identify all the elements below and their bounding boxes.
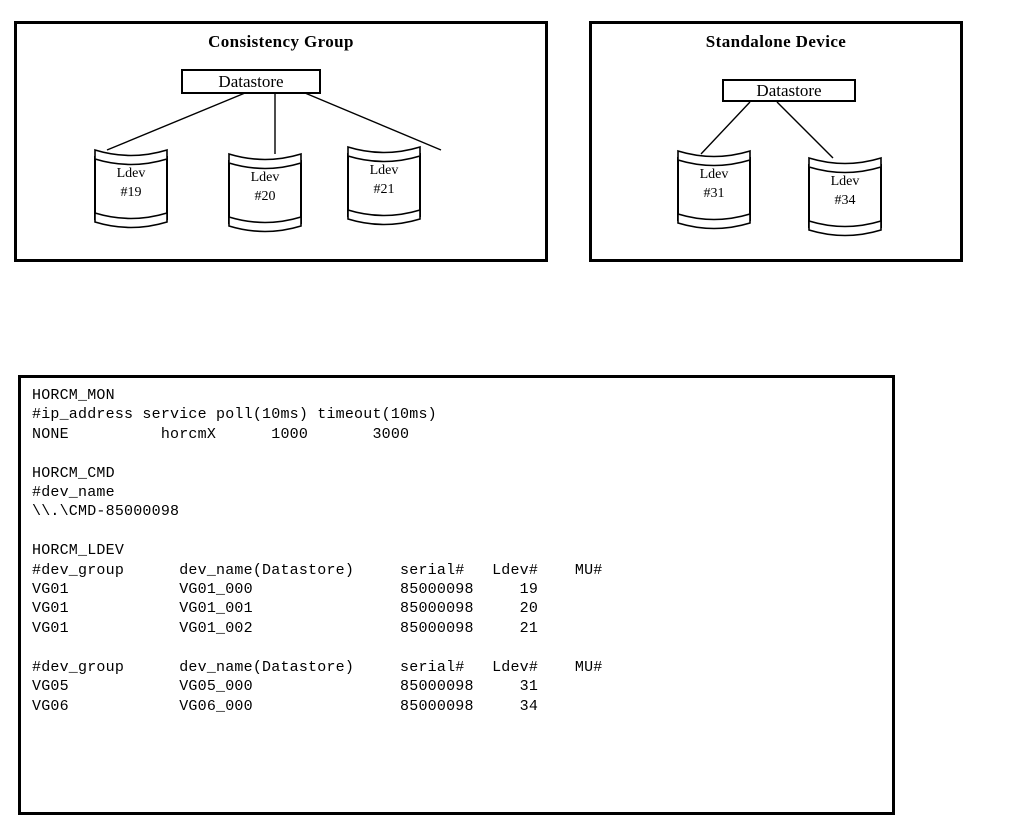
cylinder-top-cap-icon xyxy=(228,152,302,170)
standalone-device-panel: Standalone Device Datastore Ldev #31 Lde… xyxy=(589,21,963,262)
cylinder-bottom-cap-icon xyxy=(228,215,302,233)
ldev-cylinder-31: Ldev #31 xyxy=(677,149,751,230)
ldev-number: #20 xyxy=(254,189,276,204)
datastore-box-consistency-group: Datastore xyxy=(181,69,321,94)
cylinder-bottom-cap-icon xyxy=(94,211,168,229)
consistency-group-panel: Consistency Group Datastore Ldev #19 xyxy=(14,21,548,262)
horcm-config-text: HORCM_MON #ip_address service poll(10ms)… xyxy=(32,387,603,715)
ldev-cylinder-19: Ldev #19 xyxy=(94,148,168,229)
cylinder-body xyxy=(808,164,882,228)
datastore-box-standalone-device: Datastore xyxy=(722,79,856,102)
ldev-number: #21 xyxy=(373,182,395,197)
datastore-label: Datastore xyxy=(756,81,822,100)
cylinder-body xyxy=(94,156,168,220)
ldev-cylinder-34: Ldev #34 xyxy=(808,156,882,237)
cylinder-top-cap-icon xyxy=(347,145,421,163)
standalone-device-connectors xyxy=(700,101,834,159)
ldev-label: Ldev #21 xyxy=(347,161,421,199)
cylinder-bottom-cap-icon xyxy=(808,219,882,237)
cylinder-top-cap-icon xyxy=(94,148,168,166)
cylinder-top-cap-icon xyxy=(677,149,751,167)
ldev-number: #19 xyxy=(120,185,142,200)
ldev-name: Ldev xyxy=(116,166,146,181)
cylinder-top-cap-icon xyxy=(808,156,882,174)
horcm-config-panel: HORCM_MON #ip_address service poll(10ms)… xyxy=(18,375,895,815)
ldev-number: #31 xyxy=(703,186,725,201)
cylinder-body xyxy=(347,153,421,217)
ldev-number: #34 xyxy=(834,193,856,208)
cylinder-bottom-cap-icon xyxy=(677,212,751,230)
ldev-name: Ldev xyxy=(250,170,280,185)
ldev-name: Ldev xyxy=(830,174,860,189)
ldev-label: Ldev #34 xyxy=(808,172,882,210)
cylinder-bottom-cap-icon xyxy=(347,208,421,226)
ldev-name: Ldev xyxy=(699,167,729,182)
cylinder-body xyxy=(677,157,751,221)
ldev-label: Ldev #31 xyxy=(677,165,751,203)
ldev-label: Ldev #20 xyxy=(228,168,302,206)
cylinder-body xyxy=(228,160,302,224)
ldev-name: Ldev xyxy=(369,163,399,178)
ldev-cylinder-21: Ldev #21 xyxy=(347,145,421,226)
standalone-device-title: Standalone Device xyxy=(705,32,847,51)
ldev-label: Ldev #19 xyxy=(94,164,168,202)
ldev-cylinder-20: Ldev #20 xyxy=(228,152,302,233)
consistency-group-title: Consistency Group xyxy=(208,32,354,51)
datastore-label: Datastore xyxy=(218,72,284,91)
